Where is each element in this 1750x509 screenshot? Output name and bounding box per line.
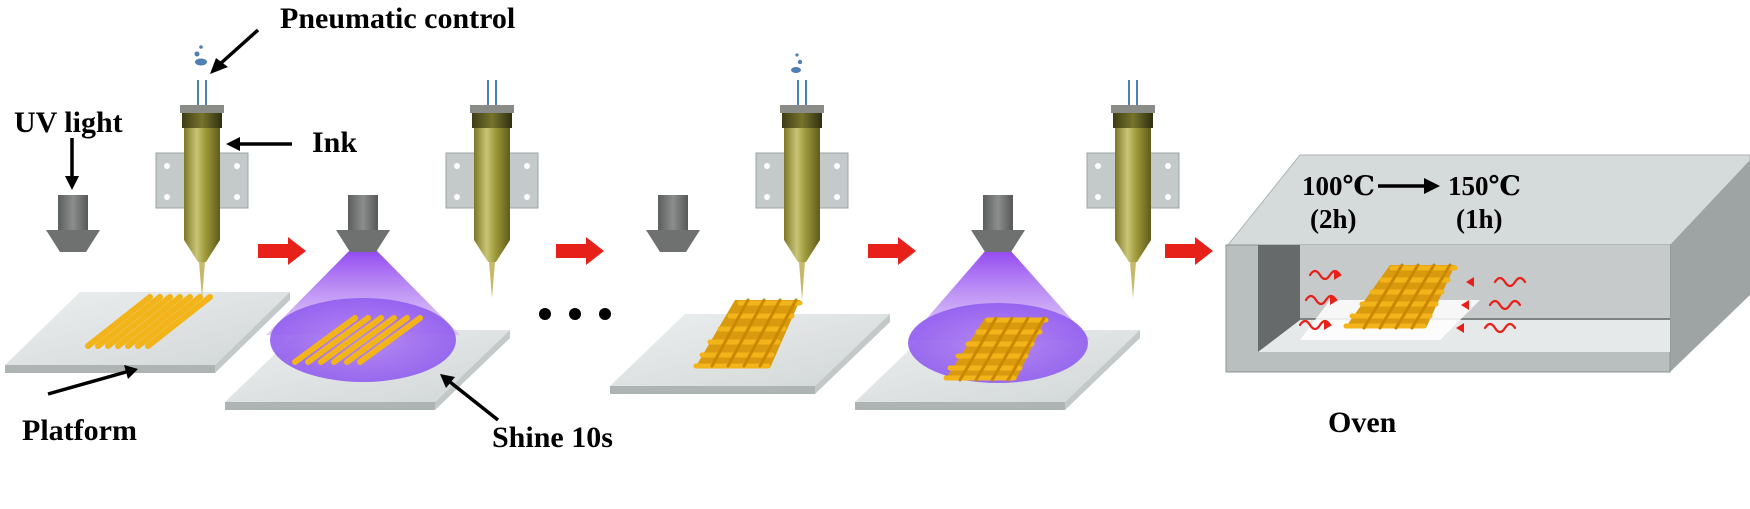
uv-lamp-5 (971, 195, 1025, 252)
stage-5-uv-curing (855, 195, 1140, 410)
printed-filaments-2 (292, 315, 423, 365)
stage-2-uv-curing (225, 195, 510, 410)
stage-3-idle-nozzle (445, 80, 539, 298)
nozzle-3 (445, 80, 539, 298)
stage-6-idle-nozzle (1086, 80, 1180, 298)
lattice-structure-4 (693, 298, 803, 369)
uv-lamp-1 (46, 195, 100, 252)
oven-side (1670, 160, 1750, 372)
step-arrow-3 (868, 237, 916, 265)
label-shine-duration: Shine 10s (492, 421, 613, 454)
label-pneumatic-control: Pneumatic control (280, 2, 515, 35)
uv-lamp-2 (336, 195, 390, 252)
label-temp-2: 150℃ (1448, 171, 1521, 201)
label-time-2: (1h) (1456, 204, 1503, 234)
nozzle-1 (155, 45, 249, 298)
temperature-arrow (1378, 178, 1440, 194)
lattice-structure-oven (1343, 263, 1458, 330)
oven (1225, 154, 1750, 373)
step-arrow-2 (556, 237, 604, 265)
heat-wave-icon (1488, 299, 1522, 311)
label-oven: Oven (1328, 406, 1397, 439)
heat-wave-icon (1483, 322, 1517, 334)
label-ink: Ink (312, 126, 357, 159)
nozzle-4 (755, 53, 849, 300)
label-platform: Platform (22, 414, 137, 447)
label-time-1: (2h) (1310, 204, 1357, 234)
uv-lamp-4 (646, 195, 700, 252)
step-arrow-1 (258, 237, 306, 265)
pointer-shine (440, 374, 500, 422)
pointer-ink (226, 137, 292, 151)
heat-wave-icon (1493, 276, 1527, 288)
pointer-uv-light (65, 138, 79, 190)
label-uv-light: UV light (14, 106, 123, 139)
pointer-arrows (47, 28, 500, 422)
nozzle-6 (1086, 80, 1180, 298)
printed-filaments-1 (85, 294, 213, 349)
pointer-platform (47, 365, 138, 396)
stage-1-printing (5, 45, 290, 373)
step-arrow-4 (1165, 237, 1213, 265)
label-temp-1: 100℃ (1302, 171, 1375, 201)
lattice-structure-5 (943, 316, 1049, 382)
pointer-pneumatic (210, 28, 260, 74)
ellipsis-dots (539, 308, 611, 320)
stage-4-multilayer-printing (610, 53, 890, 394)
